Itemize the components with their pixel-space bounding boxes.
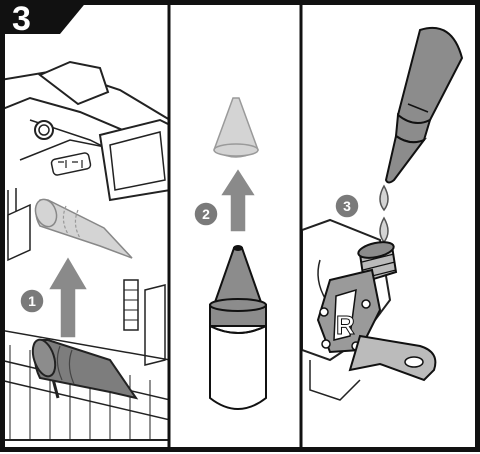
- step-badge-3: 3: [334, 193, 360, 219]
- badge-3-label: 3: [343, 198, 351, 214]
- panel-3-apply-drop: R: [302, 26, 464, 401]
- panel-2-nozzle-cap: [209, 97, 267, 410]
- glue-drop-icon: [379, 184, 389, 212]
- step-badge-2: 2: [193, 201, 219, 227]
- step-number-label: 3: [12, 0, 31, 38]
- target-nozzle-ghost: [34, 198, 133, 259]
- glue-drop-icon: [379, 216, 389, 244]
- nozzle-cone-dark: [31, 338, 139, 400]
- badge-1-label: 1: [28, 293, 36, 309]
- up-arrow-icon: [46, 254, 90, 339]
- logo-r-mark: R: [336, 310, 355, 340]
- up-arrow-icon: [218, 166, 258, 233]
- glue-bottle: [209, 245, 267, 410]
- step-number-tab: 3: [0, 0, 88, 38]
- badge-2-label: 2: [202, 206, 210, 222]
- step-badge-1: 1: [19, 288, 45, 314]
- glue-bottle-inverted: [384, 26, 464, 184]
- panel-1-tool-body: [4, 60, 168, 441]
- nozzle-ghost-top: [213, 97, 259, 158]
